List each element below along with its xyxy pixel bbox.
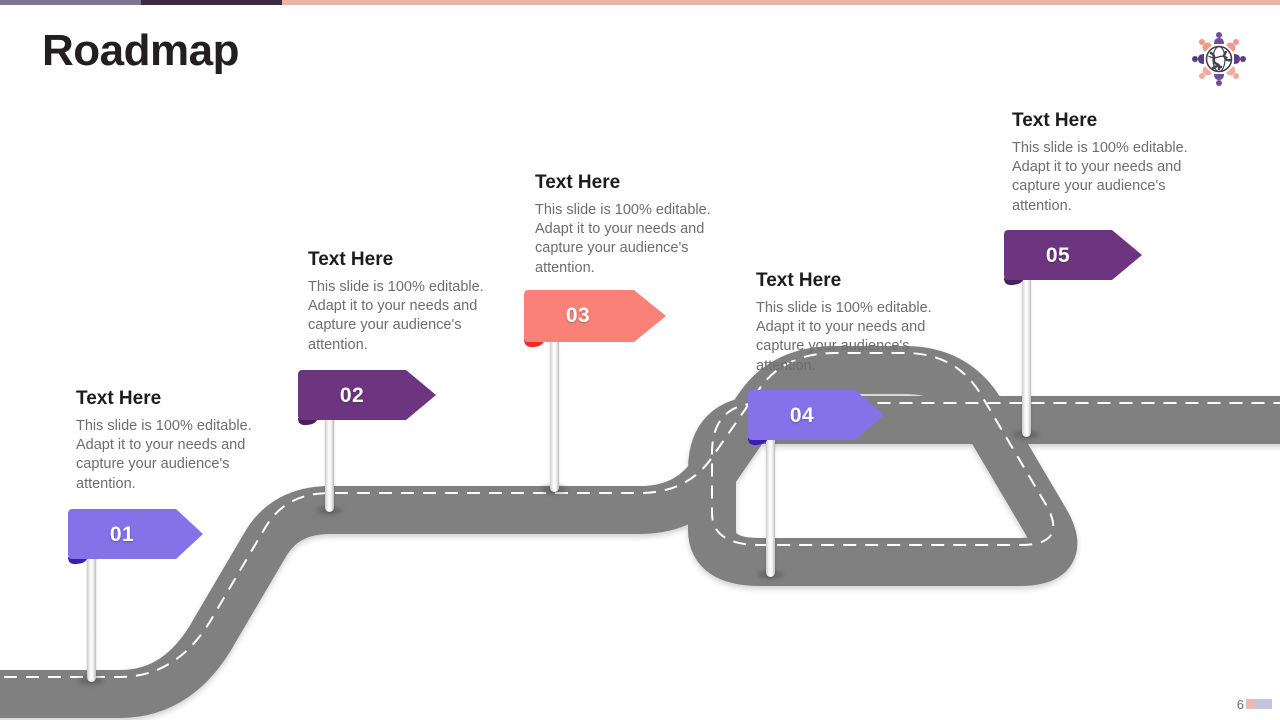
milestone-01-pole <box>87 512 96 682</box>
milestone-03-pole <box>550 292 559 492</box>
milestone-01-number: 01 <box>109 522 135 546</box>
milestone-05-pole <box>1022 232 1031 437</box>
milestone-01-heading: Text Here <box>76 388 162 409</box>
milestone-02-text: Text Here This slide is 100% editable. A… <box>308 249 513 355</box>
milestone-04-number: 04 <box>789 403 815 427</box>
milestone-05-text: Text Here This slide is 100% editable. A… <box>1012 110 1217 216</box>
milestone-02-body: This slide is 100% editable. Adapt it to… <box>308 278 484 353</box>
milestone-05-flag[interactable]: 05 <box>1004 226 1142 286</box>
footer-color-swatch <box>1246 699 1272 709</box>
milestone-03-text: Text Here This slide is 100% editable. A… <box>535 172 740 278</box>
accent-segment-1 <box>0 0 141 5</box>
accent-segment-3 <box>282 0 1280 5</box>
milestone-02-flag[interactable]: 02 <box>298 366 436 426</box>
page-title: Roadmap <box>42 26 239 75</box>
milestone-03-number: 03 <box>565 303 591 327</box>
milestone-05-heading: Text Here <box>1012 110 1098 131</box>
milestone-04-flag[interactable]: 04 <box>748 386 884 446</box>
accent-segment-2 <box>141 0 282 5</box>
global-people-globe-logo <box>1186 26 1252 92</box>
milestone-03-flag[interactable]: 03 <box>524 286 666 348</box>
milestone-04-pole <box>766 392 775 577</box>
milestone-04-body: This slide is 100% editable. Adapt it to… <box>756 299 932 374</box>
milestone-01-body: This slide is 100% editable. Adapt it to… <box>76 417 252 492</box>
swatch-lavender <box>1255 699 1272 709</box>
milestone-05-number: 05 <box>1045 243 1071 267</box>
milestone-04-heading: Text Here <box>756 270 842 291</box>
milestone-03-body: This slide is 100% editable. Adapt it to… <box>535 201 711 276</box>
milestone-02-pole <box>325 372 334 512</box>
swatch-salmon <box>1246 699 1255 709</box>
page-number: 6 <box>1236 697 1244 712</box>
milestone-05-body: This slide is 100% editable. Adapt it to… <box>1012 139 1188 214</box>
milestone-01-text: Text Here This slide is 100% editable. A… <box>76 388 281 494</box>
milestone-02-heading: Text Here <box>308 249 394 270</box>
milestone-04-text: Text Here This slide is 100% editable. A… <box>756 270 961 376</box>
milestone-01-flag[interactable]: 01 <box>68 505 203 565</box>
milestone-03-heading: Text Here <box>535 172 621 193</box>
milestone-02-number: 02 <box>339 383 365 407</box>
top-accent-bar <box>0 0 1280 5</box>
